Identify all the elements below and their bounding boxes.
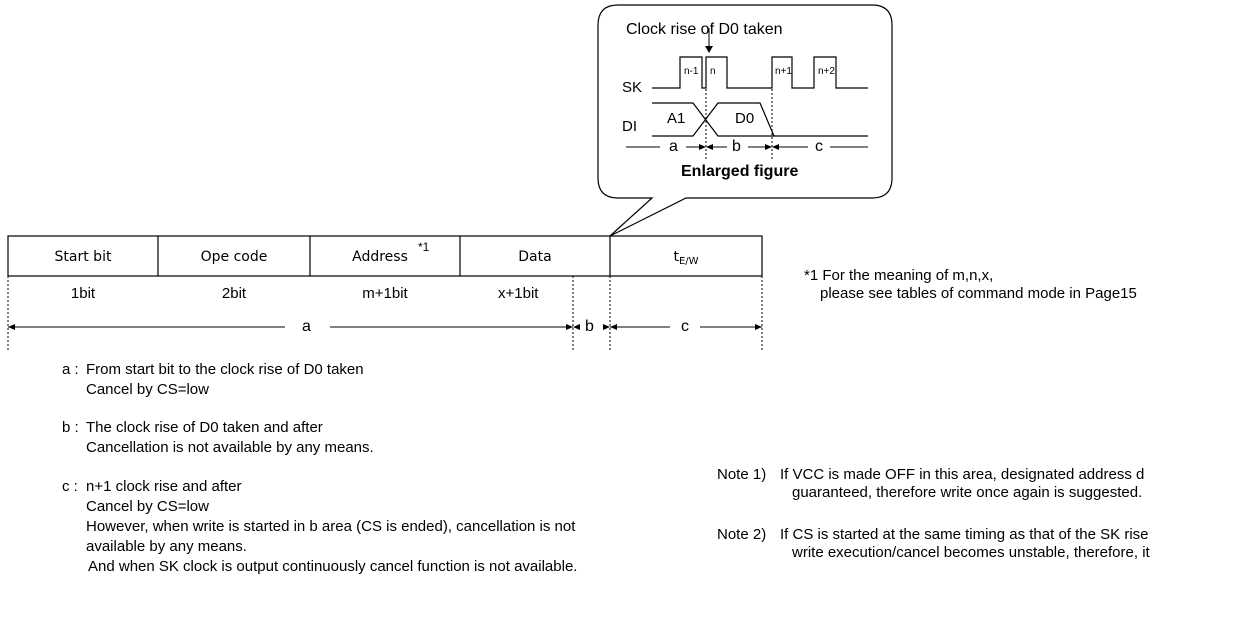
segment-c-label: c [815,138,823,155]
pulse-label-n-1: n-1 [684,66,699,77]
note1-line1: If VCC is made OFF in this area, designa… [780,466,1145,483]
note1-line2: guaranteed, therefore write once again i… [792,484,1143,501]
bits-address: m+1bit [362,285,408,302]
sk-waveform [652,56,868,89]
cell-address: Address [352,249,408,265]
span-c-label: c [681,318,689,335]
di-d0-label: D0 [735,110,755,127]
footnote-line1: *1 For the meaning of m,n,x, [804,267,994,284]
note1-label: Note 1) [717,466,767,483]
di-a1-label: A1 [667,110,686,127]
desc-c-label: c : [62,478,78,495]
sk-signal-label: SK [622,79,643,96]
note2-line2: write execution/cancel becomes unstable,… [792,544,1150,561]
cell-start-bit: Start bit [54,249,112,265]
notes-panel: Note 1) If VCC is made OFF in this area,… [700,460,1247,621]
address-footnote-mark: *1 [418,240,430,254]
note2-line1: If CS is started at the same timing as t… [780,526,1149,543]
bits-start: 1bit [70,285,96,302]
di-signal-label: DI [622,118,637,135]
segment-b-label: b [732,138,741,155]
pulse-label-n: n [710,66,716,77]
footnote-line2: please see tables of command mode in Pag… [820,285,1137,302]
callout-title: Clock rise of D0 taken [626,21,783,38]
pulse-label-n1: n+1 [775,66,792,77]
desc-b-line2: Cancellation is not available by any mea… [86,439,374,456]
desc-c-line5: And when SK clock is output continuously… [88,558,578,575]
desc-a-line1: From start bit to the clock rise of D0 t… [86,361,364,378]
cell-ope-code: Ope code [200,249,268,265]
cell-data: Data [518,249,552,265]
note2-label: Note 2) [717,526,767,543]
segment-a-label: a [669,138,678,155]
bits-data: x+1bit [498,285,539,302]
span-a-label: a [302,318,311,335]
desc-a-label: a : [62,361,79,378]
frame-box [7,235,763,277]
desc-a-line2: Cancel by CS=low [86,381,209,398]
desc-c-line2: Cancel by CS=low [86,498,209,515]
tew-subscript: E/W [678,255,699,267]
desc-b-label: b : [62,419,79,436]
span-b-label: b [585,318,594,335]
pulse-label-n2: n+2 [818,66,835,77]
desc-c-line1: n+1 clock rise and after [86,478,242,495]
callout-caption: Enlarged figure [681,163,799,180]
di-waveform-lower [652,102,868,137]
bits-ope: 2bit [221,285,247,302]
desc-b-line1: The clock rise of D0 taken and after [86,419,323,436]
desc-c-line3: However, when write is started in b area… [86,518,576,535]
desc-c-line4: available by any means. [86,538,247,555]
tew-main: t [673,249,679,265]
